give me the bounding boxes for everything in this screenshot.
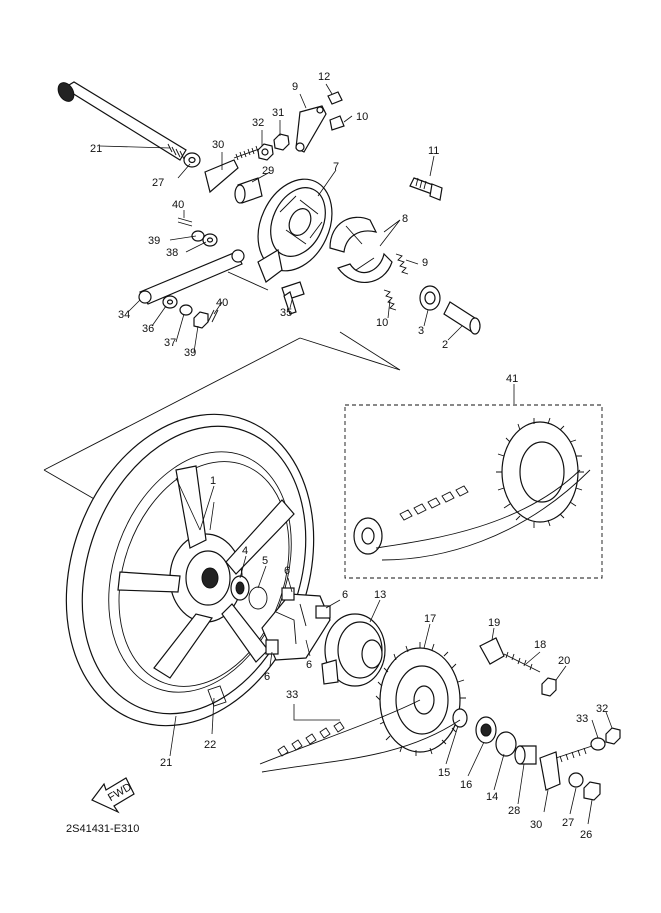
- collar: [234, 177, 263, 204]
- adjuster-nuts-top: [257, 133, 290, 161]
- torque-rod: [138, 249, 245, 305]
- callout-36: 36: [142, 323, 154, 335]
- rear-sprocket: [375, 642, 466, 756]
- callout-30: 30: [212, 139, 224, 151]
- callout-27: 27: [152, 177, 164, 189]
- callout-6-c: 6: [264, 671, 270, 683]
- small-hardware: [162, 217, 219, 329]
- callout-23: 21: [160, 757, 172, 769]
- callout-32: 32: [252, 117, 264, 129]
- callout-1: 1: [210, 475, 216, 487]
- callout-40-bottom: 40: [216, 297, 228, 309]
- callout-30-bottom: 30: [530, 819, 542, 831]
- callout-4: 4: [242, 545, 248, 557]
- callout-39-top: 39: [148, 235, 160, 247]
- sprocket-bearings: [452, 708, 537, 765]
- forward-arrow-icon: [91, 777, 135, 814]
- callout-7: 7: [333, 161, 339, 173]
- brake-shoe-plate: [257, 178, 333, 283]
- callout-12: 10: [356, 111, 368, 123]
- drive-chain-bottom: [259, 699, 461, 773]
- callout-39-bottom: 39: [184, 347, 196, 359]
- callout-3: 3: [418, 325, 424, 337]
- callout-17: 15: [438, 767, 450, 779]
- callout-34: 34: [118, 309, 130, 321]
- chain-adjuster-right: [539, 727, 621, 801]
- brake-camshaft: [409, 177, 443, 201]
- callout-11: 9: [292, 81, 298, 93]
- callout-21: 19: [488, 617, 500, 629]
- callout-22: 20: [558, 655, 570, 667]
- callout-31: 31: [272, 107, 284, 119]
- callout-31-bottom: 32: [596, 703, 608, 715]
- rear-wheel: [65, 413, 315, 727]
- callout-28: 28: [508, 805, 520, 817]
- hub-spacer: [443, 301, 481, 335]
- callout-8: 8: [402, 213, 408, 225]
- callout-18: 16: [460, 779, 472, 791]
- chain-puller: [479, 637, 557, 697]
- callout-25: 21: [90, 143, 102, 155]
- diagram-code: 2S41431-E310: [66, 823, 139, 835]
- callout-labels: 21 27 30 32 31 9 12 10 11 29 7 8 40 39 3…: [90, 71, 608, 841]
- hub-dampers: [261, 587, 331, 661]
- callout-16: 14: [486, 791, 498, 803]
- callout-37: 37: [164, 337, 176, 349]
- callout-26: 26: [580, 829, 592, 841]
- wheel-bearing: [230, 575, 250, 601]
- hub-bearing-left: [419, 285, 441, 311]
- callout-20: 18: [534, 639, 546, 651]
- callout-6-d: 6: [306, 659, 312, 671]
- callout-13: 11: [428, 145, 439, 157]
- callout-14: 12: [318, 71, 330, 83]
- chain-kit-box: [344, 404, 603, 579]
- callout-15: 13: [374, 589, 386, 601]
- callout-41: 41: [506, 373, 518, 385]
- callout-27-bottom: 27: [562, 817, 574, 829]
- chain-adjuster-left: [204, 145, 263, 194]
- callout-40-top: 40: [172, 199, 184, 211]
- brake-cam-lever: [295, 91, 345, 153]
- callout-38: 38: [166, 247, 178, 259]
- callout-19: 17: [424, 613, 436, 625]
- callout-2: 2: [442, 339, 448, 351]
- callout-6-b: 6: [342, 589, 348, 601]
- leader-lines: [99, 83, 613, 825]
- callout-24: 22: [204, 739, 216, 751]
- callout-29: 29: [262, 165, 274, 177]
- callout-6-a: 6: [284, 565, 290, 577]
- brake-shoes: [329, 216, 393, 283]
- callout-9: 9: [422, 257, 428, 269]
- callout-33: 33: [286, 689, 298, 701]
- sprocket-hub: [321, 613, 386, 687]
- callout-32-bottom: 33: [576, 713, 588, 725]
- callout-5: 5: [262, 555, 268, 567]
- axle-washer: [183, 152, 201, 168]
- callout-10: 10: [376, 317, 388, 329]
- callout-35: 35: [280, 307, 292, 319]
- torque-bolt: [281, 281, 305, 315]
